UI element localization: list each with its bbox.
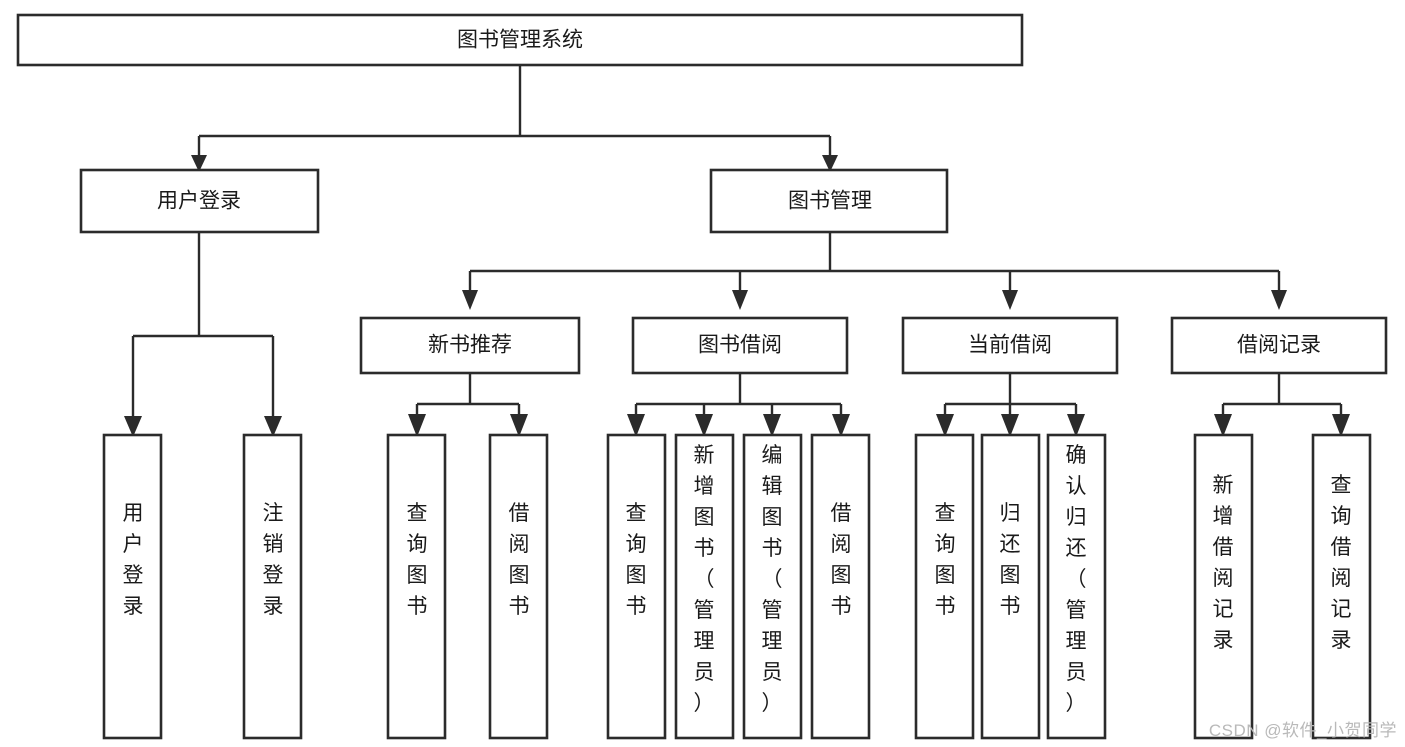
node-root-box[interactable] xyxy=(16,13,1024,67)
leaf-logout-label: 注销登录 xyxy=(263,502,284,618)
arrow-head-newbook-leaf-1 xyxy=(408,414,426,437)
arrow-head-book-borrow xyxy=(732,290,748,310)
leaf-query-borrow-record[interactable]: 查询借阅记录 xyxy=(1311,433,1372,740)
node-book-management-box[interactable] xyxy=(709,168,949,234)
leaf-borrow-book-borrow-label: 借阅图书 xyxy=(831,502,852,618)
node-current-borrow-label: 当前借阅 xyxy=(968,334,1052,357)
node-book-management-label: 图书管理 xyxy=(788,190,872,213)
leaf-confirm-return-admin[interactable]: 确认归还（管理员） xyxy=(1046,433,1107,740)
arrow-head-borrow-record xyxy=(1271,290,1287,310)
leaf-query-book-newbook[interactable]: 查询图书 xyxy=(386,433,447,740)
node-book-borrow-label: 图书借阅 xyxy=(698,334,782,357)
arrow-head-borrowrecord-leaf-1 xyxy=(1214,414,1232,437)
leaf-logout-box[interactable] xyxy=(242,433,303,740)
leaf-user-login-label: 用户登录 xyxy=(123,502,144,618)
leaf-add-borrow-record-box[interactable] xyxy=(1193,433,1254,740)
leaf-borrow-book-borrow-box[interactable] xyxy=(810,433,871,740)
leaf-query-book-current[interactable]: 查询图书 xyxy=(914,433,975,740)
node-borrow-record-box[interactable] xyxy=(1170,316,1388,375)
leaf-user-login[interactable]: 用户登录 xyxy=(102,433,163,740)
leaf-edit-book-admin-label: 编辑图书（管理员） xyxy=(762,444,783,715)
leaf-edit-book-admin-box[interactable] xyxy=(742,433,803,740)
leaf-logout[interactable]: 注销登录 xyxy=(242,433,303,740)
leaf-add-book-admin-box[interactable] xyxy=(674,433,735,740)
node-borrow-record-label: 借阅记录 xyxy=(1237,334,1321,357)
arrow-head-currentborrow-leaf-3 xyxy=(1067,414,1085,437)
arrow-head-bookborrow-leaf-1 xyxy=(627,414,645,437)
node-book-borrow-box[interactable] xyxy=(631,316,849,375)
arrow-head-currentborrow-leaf-1 xyxy=(936,414,954,437)
arrow-head-bookborrow-leaf-3 xyxy=(763,414,781,437)
node-user-login-box[interactable] xyxy=(79,168,320,234)
node-user-login[interactable]: 用户登录 xyxy=(79,168,320,234)
arrow-head-leaf-logout xyxy=(264,416,282,437)
arrow-head-book-mgmt xyxy=(822,155,838,172)
leaf-return-book[interactable]: 归还图书 xyxy=(980,433,1041,740)
leaf-borrow-book-newbook-box[interactable] xyxy=(488,433,549,740)
watermark-text: CSDN @软件_小贺同学 xyxy=(1208,721,1397,740)
leaf-user-login-box[interactable] xyxy=(102,433,163,740)
leaf-borrow-book-borrow[interactable]: 借阅图书 xyxy=(810,433,871,740)
leaf-query-book-borrow[interactable]: 查询图书 xyxy=(606,433,667,740)
leaf-query-book-newbook-box[interactable] xyxy=(386,433,447,740)
leaf-return-book-label: 归还图书 xyxy=(1000,502,1021,618)
leaf-confirm-return-admin-box[interactable] xyxy=(1046,433,1107,740)
node-root[interactable]: 图书管理系统 xyxy=(16,13,1024,67)
leaf-borrow-book-newbook[interactable]: 借阅图书 xyxy=(488,433,549,740)
leaf-query-book-borrow-box[interactable] xyxy=(606,433,667,740)
leaf-query-book-newbook-label: 查询图书 xyxy=(407,502,428,618)
leaf-add-book-admin[interactable]: 新增图书（管理员） xyxy=(674,433,735,740)
connectors-layer xyxy=(124,65,1350,437)
arrow-head-bookborrow-leaf-4 xyxy=(832,414,850,437)
leaf-add-borrow-record-label: 新增借阅记录 xyxy=(1213,474,1234,652)
leaf-add-book-admin-label: 新增图书（管理员） xyxy=(694,444,715,715)
arrow-head-currentborrow-leaf-2 xyxy=(1001,414,1019,437)
leaf-borrow-book-newbook-label: 借阅图书 xyxy=(509,502,530,618)
arrow-head-new-book-rec xyxy=(462,290,478,310)
leaf-confirm-return-admin-label: 确认归还（管理员） xyxy=(1066,444,1087,715)
leaf-add-borrow-record[interactable]: 新增借阅记录 xyxy=(1193,433,1254,740)
arrow-head-current-borrow xyxy=(1002,290,1018,310)
node-new-book-recommendation[interactable]: 新书推荐 xyxy=(359,316,581,375)
leaf-query-book-borrow-label: 查询图书 xyxy=(626,502,647,618)
node-root-label: 图书管理系统 xyxy=(457,29,583,52)
node-user-login-label: 用户登录 xyxy=(157,190,241,213)
arrow-head-borrowrecord-leaf-2 xyxy=(1332,414,1350,437)
arrow-head-newbook-leaf-2 xyxy=(510,414,528,437)
node-book-borrow[interactable]: 图书借阅 xyxy=(631,316,849,375)
leaf-edit-book-admin[interactable]: 编辑图书（管理员） xyxy=(742,433,803,740)
node-new-book-recommendation-label: 新书推荐 xyxy=(428,334,512,357)
node-new-book-recommendation-box[interactable] xyxy=(359,316,581,375)
arrow-head-leaf-user-login xyxy=(124,416,142,437)
arrow-head-bookborrow-leaf-2 xyxy=(695,414,713,437)
leaf-query-borrow-record-label: 查询借阅记录 xyxy=(1331,474,1352,652)
node-current-borrow-box[interactable] xyxy=(901,316,1119,375)
node-borrow-record[interactable]: 借阅记录 xyxy=(1170,316,1388,375)
leaf-query-book-current-label: 查询图书 xyxy=(935,502,956,618)
leaf-query-borrow-record-box[interactable] xyxy=(1311,433,1372,740)
node-book-management[interactable]: 图书管理 xyxy=(709,168,949,234)
node-current-borrow[interactable]: 当前借阅 xyxy=(901,316,1119,375)
leaf-return-book-box[interactable] xyxy=(980,433,1041,740)
leaf-query-book-current-box[interactable] xyxy=(914,433,975,740)
arrow-head-user-login xyxy=(191,155,207,172)
